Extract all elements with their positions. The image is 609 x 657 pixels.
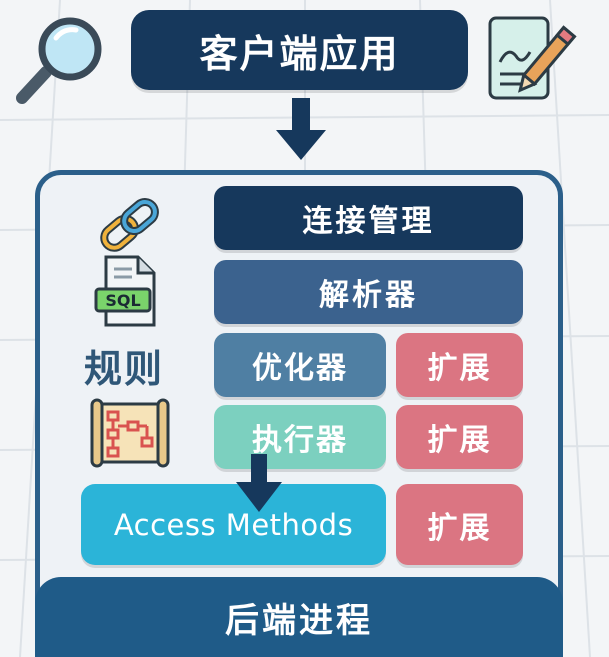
sql-label: SQL	[105, 291, 140, 310]
optimizer-box: 优化器	[214, 333, 386, 397]
access-methods-extension-box: 扩展	[396, 484, 523, 565]
flowchart-scroll-icon	[90, 398, 170, 468]
sql-file-icon: SQL	[94, 255, 156, 327]
access-methods-box: Access Methods	[81, 484, 386, 565]
connection-management-box: 连接管理	[214, 186, 523, 250]
executor-box: 执行器	[214, 405, 386, 469]
arrow-down-icon	[236, 454, 282, 512]
parser-box: 解析器	[214, 260, 523, 324]
edit-document-icon	[488, 16, 577, 100]
magnifier-icon	[16, 17, 102, 104]
client-application-box: 客户端应用	[131, 10, 468, 90]
optimizer-extension-box: 扩展	[396, 333, 523, 397]
arrow-down-icon	[276, 98, 326, 160]
chain-link-icon	[100, 198, 159, 252]
rules-label: 规则	[84, 347, 165, 391]
executor-extension-box: 扩展	[396, 405, 523, 469]
backend-process-box: 后端进程	[35, 577, 563, 657]
